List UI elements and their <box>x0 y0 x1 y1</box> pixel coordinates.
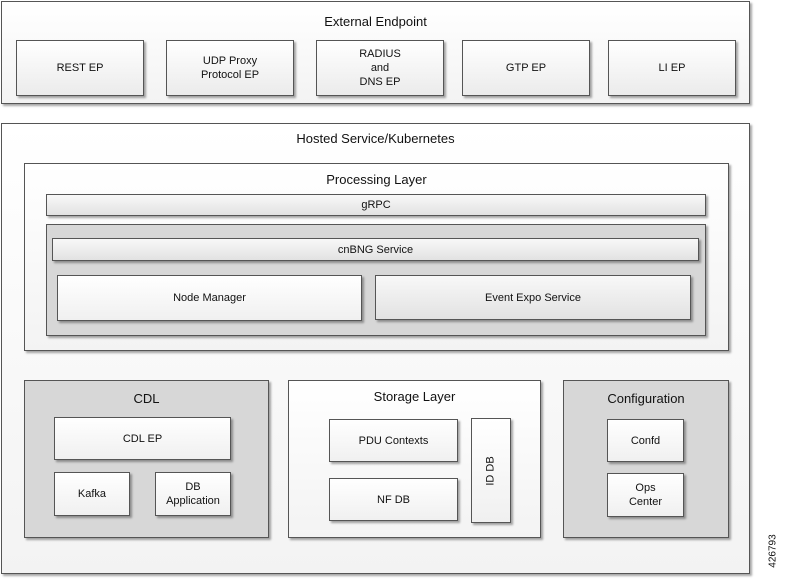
processing-layer-title: Processing Layer <box>326 172 427 187</box>
confd-label: Confd <box>630 434 661 447</box>
cnbng-service-label: cnBNG Service <box>337 243 414 256</box>
pdu-contexts-label: PDU Contexts <box>358 434 429 447</box>
li-ep-box: LI EP <box>608 40 736 96</box>
node-manager-box: Node Manager <box>57 275 362 321</box>
kafka-label: Kafka <box>77 488 107 500</box>
grpc-bar: gRPC <box>46 194 706 216</box>
cdl-ep-box: CDL EP <box>54 417 231 460</box>
rest-ep-box: REST EP <box>16 40 144 96</box>
cdl-ep-label: CDL EP <box>122 432 163 445</box>
cdl-title: CDL <box>133 391 160 406</box>
id-db-box: ID DB <box>471 418 511 523</box>
ops-center-label: Ops Center <box>628 482 663 508</box>
id-db-label: ID DB <box>485 455 497 486</box>
gtp-ep-label: GTP EP <box>505 62 547 74</box>
rest-ep-label: REST EP <box>56 62 104 74</box>
hosted-service-title: Hosted Service/Kubernetes <box>296 131 455 146</box>
event-expo-service-box: Event Expo Service <box>375 275 691 320</box>
figure-id-label: 426793 <box>767 534 779 568</box>
nf-db-box: NF DB <box>329 478 458 521</box>
grpc-label: gRPC <box>361 199 391 211</box>
ops-center-box: Ops Center <box>607 473 684 517</box>
kafka-box: Kafka <box>54 472 130 516</box>
configuration-title: Configuration <box>607 391 685 406</box>
gtp-ep-box: GTP EP <box>462 40 590 96</box>
udp-proxy-ep-box: UDP Proxy Protocol EP <box>166 40 294 96</box>
li-ep-label: LI EP <box>658 62 686 74</box>
udp-proxy-ep-label: UDP Proxy Protocol EP <box>200 55 260 81</box>
figure-id: 426793 <box>766 528 780 574</box>
storage-layer-title: Storage Layer <box>373 389 456 404</box>
event-expo-service-label: Event Expo Service <box>485 291 581 304</box>
db-application-label: DB Application <box>166 481 220 507</box>
radius-dns-ep-label: RADIUS and DNS EP <box>359 48 401 88</box>
external-endpoint-title: External Endpoint <box>324 14 427 29</box>
db-application-box: DB Application <box>155 472 231 516</box>
confd-box: Confd <box>607 419 684 462</box>
cnbng-service-bar: cnBNG Service <box>52 238 699 261</box>
node-manager-label: Node Manager <box>173 292 246 304</box>
nf-db-label: NF DB <box>377 493 410 506</box>
radius-dns-ep-box: RADIUS and DNS EP <box>316 40 444 96</box>
pdu-contexts-box: PDU Contexts <box>329 419 458 462</box>
